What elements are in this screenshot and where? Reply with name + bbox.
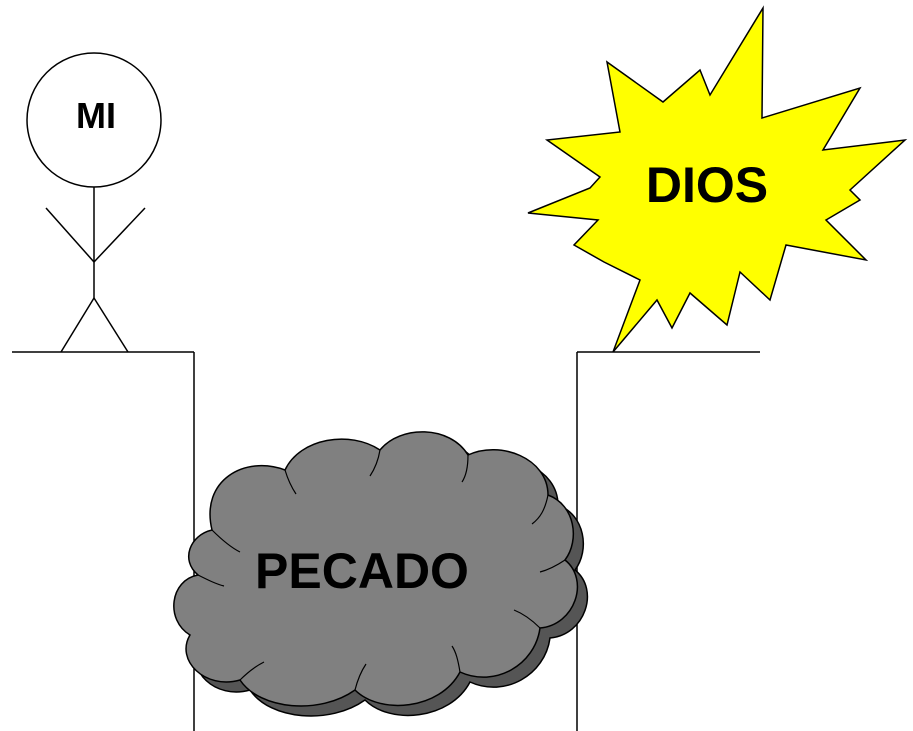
god-label: DIOS [646, 157, 768, 213]
right-cliff [576, 351, 760, 731]
sin-cloud: PECADO [173, 431, 589, 717]
person-label: MI [76, 95, 116, 136]
sin-label: PECADO [255, 543, 469, 599]
left-cliff [12, 351, 195, 731]
star-burst-shape [527, 5, 908, 353]
god-star: DIOS [527, 5, 908, 353]
stick-figure: MI [26, 52, 162, 353]
cloud-shape [173, 431, 579, 707]
